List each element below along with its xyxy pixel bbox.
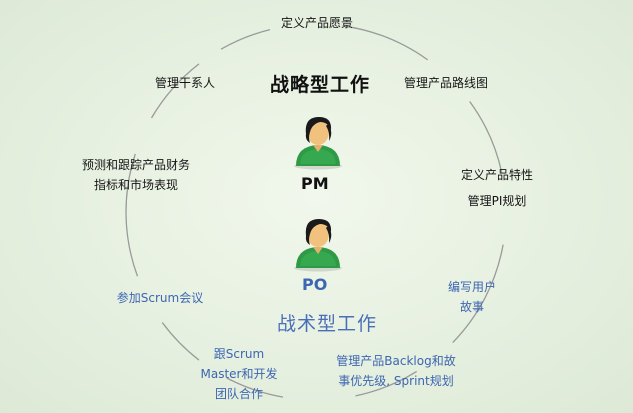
pm-role-label: PM [301, 174, 329, 193]
ring-arc-segment [220, 28, 271, 50]
ring-arc-segment [452, 244, 504, 344]
ring-arc-segment [342, 25, 429, 61]
strategic-work-heading: 战略型工作 [270, 74, 371, 96]
item-forecast-financials: 预测和跟踪产品财务 指标和市场表现 [81, 158, 190, 192]
pm-person-icon [290, 112, 346, 170]
ring-arc-segment [469, 101, 503, 174]
item-manage-stakeholders: 管理干系人 [154, 76, 215, 90]
item-manage-roadmap: 管理产品路线图 [403, 76, 488, 90]
tactical-work-heading: 战术型工作 [277, 313, 378, 335]
item-define-product-vision: 定义产品愿景 [280, 16, 353, 30]
po-role-label: PO [302, 275, 328, 294]
ring-arc-segment [226, 377, 284, 398]
ring-arc-segment [150, 63, 200, 119]
ring-arc-segment [161, 322, 200, 361]
item-attend-scrum-meetings: 参加Scrum会议 [116, 291, 204, 305]
item-manage-backlog: 管理产品Backlog和故 事优先级, Sprint规划 [336, 354, 456, 388]
item-write-user-stories: 编写用户 故事 [447, 280, 496, 314]
item-define-features: 定义产品特性 管理PI规划 [460, 168, 533, 208]
item-collaborate-with-team: 跟Scrum Master和开发 团队合作 [200, 347, 278, 401]
ring-arc-segment [355, 370, 418, 397]
ring-arc-segment [125, 153, 139, 277]
po-person-icon [290, 214, 346, 272]
